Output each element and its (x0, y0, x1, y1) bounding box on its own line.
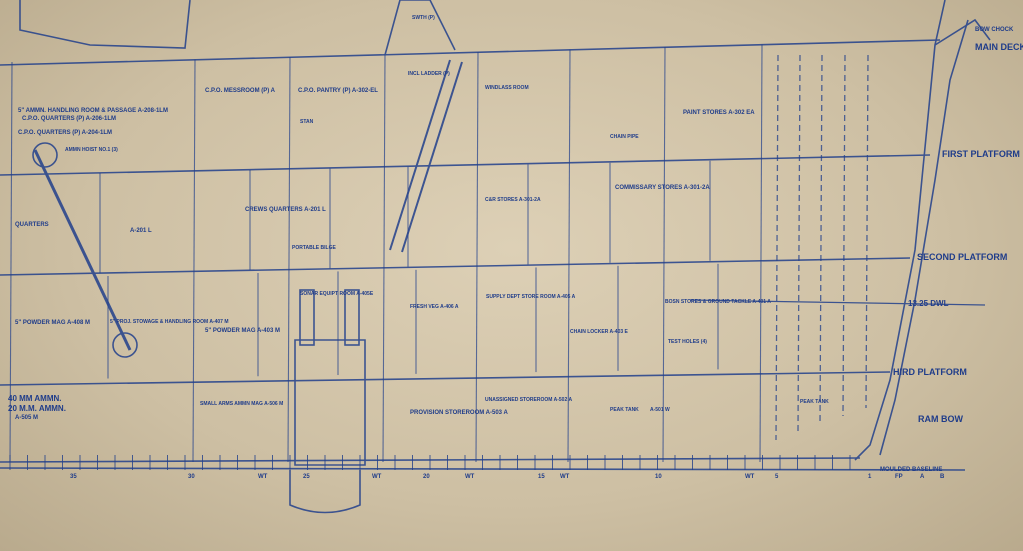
unassigned-storeroom-label: UNASSIGNED STOREROOM A-502 A (485, 397, 573, 403)
bow-top (934, 18, 991, 46)
stem-outline (854, 0, 946, 461)
ammn-hoist (33, 149, 132, 351)
moulded-baseline-label: MOULDED BASELINE (880, 467, 943, 473)
frame-a: A (920, 474, 925, 480)
sonar-equipt-room-label: SONAR EQUIPT ROOM A-405E (300, 291, 374, 297)
bulkhead-line (192, 59, 196, 463)
bow-frame-line (865, 54, 869, 409)
frame-wt-4: WT (560, 474, 570, 480)
cpo-pantry-label: C.P.O. PANTRY (P) A-302-EL (298, 88, 378, 94)
incl-ladder-1 (389, 59, 451, 251)
bulkhead-line (9, 61, 13, 463)
chain-locker-label: CHAIN LOCKER A-403 E (570, 329, 628, 335)
portable-bilge-label: PORTABLE BILGE (292, 245, 336, 251)
frame-35: 35 (70, 474, 77, 480)
main-deck-label: MAIN DECK (975, 42, 1023, 52)
cs-stores-label: C&R STORES A-301-2A (485, 197, 541, 203)
peak-tank-fwd-label: PEAK TANK (800, 399, 829, 405)
frame-wt-5: WT (745, 474, 755, 480)
sonar-tube-2 (344, 289, 360, 346)
supply-dept-label: SUPPLY DEPT STORE ROOM A-405 A (486, 294, 576, 300)
dwl-line (689, 299, 986, 306)
a-201-l-left-label: A-201 L (130, 228, 152, 234)
powder-mag-2-label: 5" POWDER MAG A-403 M (205, 328, 280, 334)
stem-outline-inner (879, 19, 969, 456)
bow-frame-line (819, 54, 823, 425)
fwd-handling-room-label: 5" AMMN. HANDLING ROOM & PASSAGE A-208-1… (18, 108, 168, 114)
frame-1: 1 (868, 474, 872, 480)
sonar-trunk (294, 339, 366, 466)
incl-ladder-label: INCL LADDER (P) (408, 71, 450, 77)
forecastle-structure (19, 0, 191, 49)
windlass-room-label: WINDLASS ROOM (485, 85, 529, 91)
a-501-w-label: A-501 W (650, 407, 670, 413)
ammn-hoist-label: AMMN HOIST NO.1 (3) (65, 147, 118, 153)
main-deck-line (0, 39, 941, 66)
peak-tank-label: PEAK TANK (610, 407, 639, 413)
bulkhead-line (567, 49, 571, 463)
sonar-dome (289, 470, 361, 514)
bulkhead-line (759, 44, 763, 463)
dwl-label: 13.25 DWL (908, 299, 949, 308)
provision-storeroom-label: PROVISION STOREROOM A-503 A (410, 410, 508, 416)
proj-handling-room-label: 5" PROJ. STOWAGE & HANDLING ROOM A-407 M (110, 319, 229, 325)
frame-wt-2: WT (372, 474, 382, 480)
frame-10: 10 (655, 474, 662, 480)
second-platform-line (0, 257, 911, 276)
small-arms-label: SMALL ARMS AMMN MAG A-506 M (200, 401, 284, 407)
paint-stores-label: PAINT STORES A-302 EA (683, 110, 755, 116)
bow-frame-line (842, 54, 846, 417)
powder-mag-1-label: 5" POWDER MAG A-408 M (15, 320, 90, 326)
ram-bow-label: RAM BOW (918, 414, 963, 424)
frame-wt-1: WT (258, 474, 268, 480)
frame-b: B (940, 474, 945, 480)
bulkhead-line (382, 54, 386, 463)
frame-30: 30 (188, 474, 195, 480)
chain-pipe-label: CHAIN PIPE (610, 134, 639, 140)
fresh-veg-label: FRESH VEG A-406 A (410, 304, 459, 310)
first-platform-label: FIRST PLATFORM (942, 149, 1020, 159)
incl-ladder-2 (401, 61, 463, 253)
hoist-wheel-bottom (112, 332, 138, 358)
commissary-stores-label: COMMISSARY STORES A-301-2A (615, 185, 710, 191)
bulkhead-line (475, 51, 479, 463)
test-holes-label: TEST HOLES (4) (668, 339, 707, 345)
crews-quarters-label: CREWS QUARTERS A-201 L (245, 207, 326, 213)
cpo-messroom-label: C.P.O. MESSROOM (P) A (205, 88, 276, 94)
frame-25: 25 (303, 474, 310, 480)
gun-mount-base (384, 0, 456, 56)
bow-chock-label: BOW CHOCK (975, 27, 1014, 33)
cpo-quarters-2-label: C.P.O. QUARTERS (P) A-206-1LM (22, 116, 117, 122)
bulkhead-line (662, 46, 666, 463)
frame-wt-3: WT (465, 474, 475, 480)
second-platform-label: SECOND PLATFORM (917, 252, 1008, 262)
stan-label: STAN (300, 119, 314, 125)
bow-frame-line (775, 54, 779, 441)
frame-number-row: 35 30 WT 25 WT 20 WT 15 WT 10 WT 5 1 FP … (0, 474, 1023, 488)
third-platform-line (0, 371, 891, 386)
first-platform-line (0, 154, 931, 176)
quarters-left-label: QUARTERS (15, 222, 49, 228)
frame-15: 15 (538, 474, 545, 480)
swtch-label: SWTH (P) (412, 15, 435, 21)
third-platform-label: HIRD PLATFORM (893, 367, 967, 377)
boatswain-stores-label: BOSN STORES & GROUND TACKLE A-401 A (665, 299, 771, 305)
ammn-40mm-label: 40 MM AMMN. (8, 394, 62, 403)
a-505-m-label: A-505 M (15, 415, 39, 421)
sonar-tube-1 (299, 289, 315, 346)
frame-20: 20 (423, 474, 430, 480)
hoist-wheel-top (32, 142, 58, 168)
ammn-20mm-label: 20 M.M. AMMN. (8, 404, 66, 413)
frame-fp: FP (895, 474, 903, 480)
cpo-quarters-1-label: C.P.O. QUARTERS (P) A-204-1LM (18, 130, 113, 136)
bulkhead-line (287, 56, 291, 463)
bow-frame-line (797, 54, 801, 433)
frame-5: 5 (775, 474, 779, 480)
